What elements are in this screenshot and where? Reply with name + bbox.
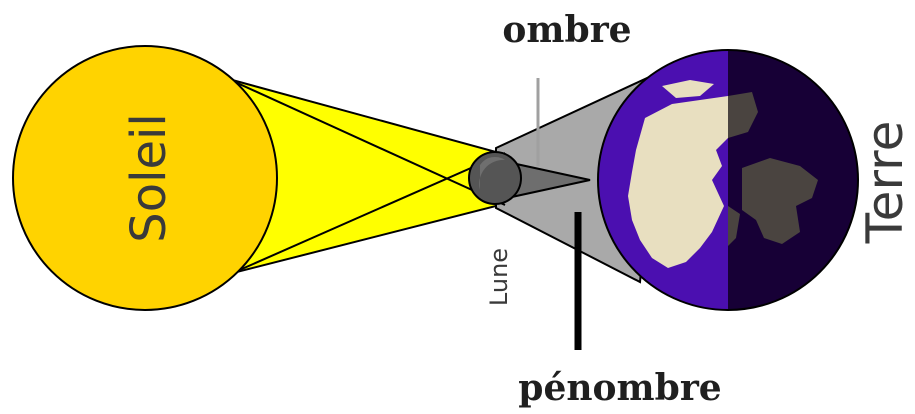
umbra-label: ombre xyxy=(502,9,631,51)
earth-land-night-south xyxy=(728,206,740,246)
moon-highlight xyxy=(479,156,505,190)
ray-top-to-bottom xyxy=(234,81,506,206)
penumbra-label: pénombre xyxy=(518,367,721,409)
sun xyxy=(12,45,278,311)
earth-land-day xyxy=(628,96,728,268)
ray-bottom-to-top xyxy=(234,152,506,273)
earth-land-night xyxy=(728,92,758,138)
earth-land-night-east xyxy=(742,158,818,244)
earth-label: Terre xyxy=(856,121,914,245)
earth-land-day-north xyxy=(662,80,714,98)
moon-label: Lune xyxy=(485,248,513,306)
sun-label: Soleil xyxy=(121,113,177,242)
